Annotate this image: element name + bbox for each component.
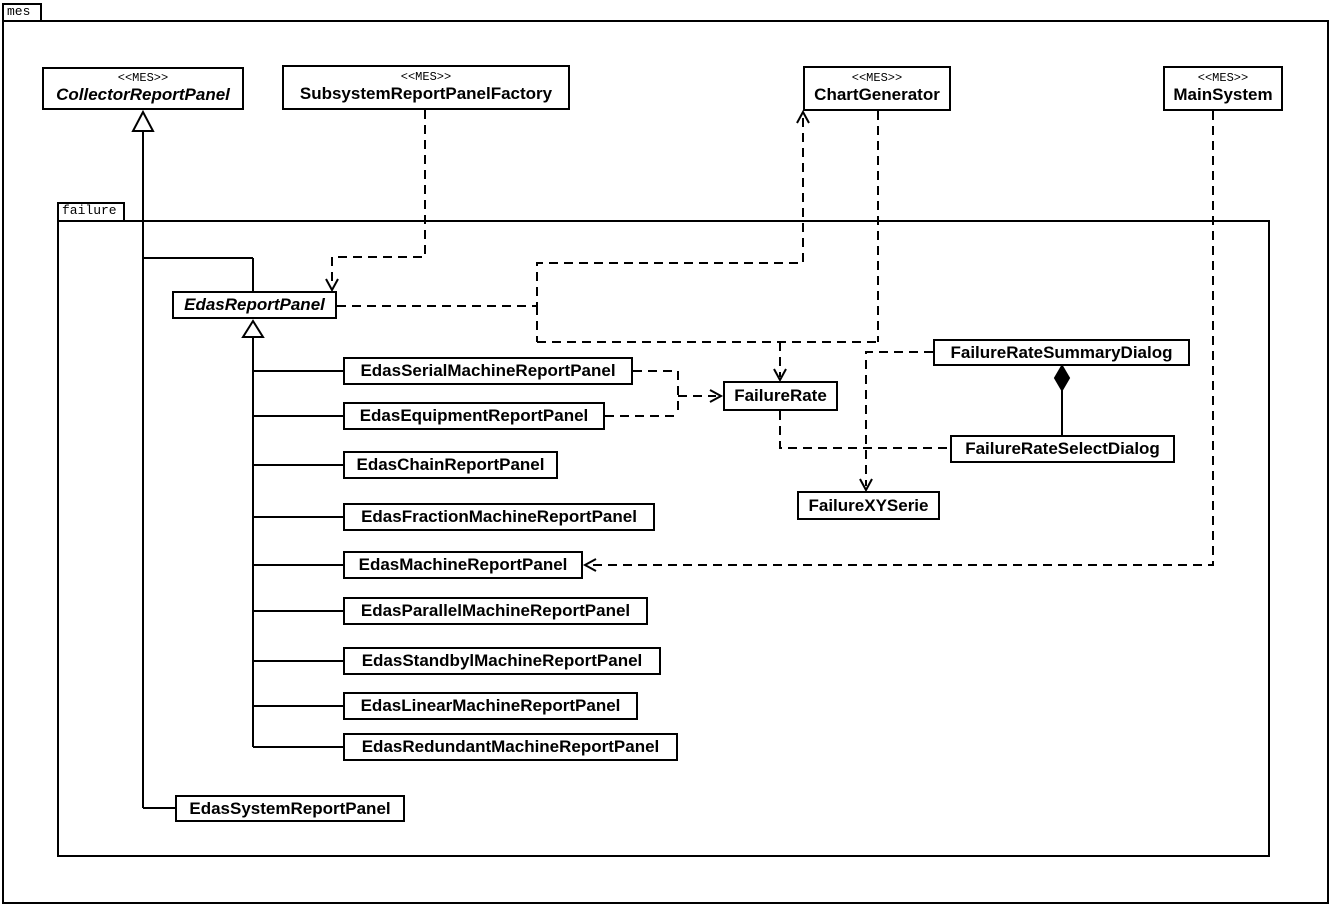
class-name: EdasRedundantMachineReportPanel xyxy=(361,737,660,756)
class-name: EdasChainReportPanel xyxy=(356,455,545,474)
class-name: EdasSerialMachineReportPanel xyxy=(360,361,616,380)
class-edasfractionmachinereportpanel: EdasFractionMachineReportPanel xyxy=(343,503,655,531)
hollow-triangle-icon xyxy=(131,109,155,132)
open-arrow-icon xyxy=(709,389,724,403)
filled-diamond-icon xyxy=(1053,364,1071,392)
open-arrow-icon xyxy=(796,109,810,124)
class-name: EdasParallelMachineReportPanel xyxy=(360,601,631,620)
open-arrow-icon xyxy=(582,558,597,572)
class-edaslinearmachinereportpanel: EdasLinearMachineReportPanel xyxy=(343,692,638,720)
dependency-summarydialog-failurexyserie xyxy=(859,351,933,493)
class-edasstandbylmachinereportpanel: EdasStandbylMachineReportPanel xyxy=(343,647,661,675)
package-body-failure xyxy=(57,220,1270,857)
class-failurerate: FailureRate xyxy=(723,381,838,411)
class-name: EdasMachineReportPanel xyxy=(358,555,568,574)
stereotype-label: <<MES>> xyxy=(400,70,452,84)
class-name: ChartGenerator xyxy=(814,85,940,104)
class-failureratesummarydialog: FailureRateSummaryDialog xyxy=(933,339,1190,366)
package-name: mes xyxy=(7,4,31,19)
stereotype-label: <<MES>> xyxy=(1197,71,1249,85)
class-edasreportpanel: EdasReportPanel xyxy=(172,291,337,319)
class-name: FailureRate xyxy=(734,386,827,405)
class-name: EdasFractionMachineReportPanel xyxy=(361,507,637,526)
dependency-panels-failurerate xyxy=(605,370,724,417)
class-name: MainSystem xyxy=(1173,85,1273,104)
class-edasequipmentreportpanel: EdasEquipmentReportPanel xyxy=(343,402,605,430)
class-name: FailureRateSummaryDialog xyxy=(950,342,1173,362)
class-mainsystem: <<MES>> MainSystem xyxy=(1163,66,1283,111)
dependency-mainsystem-edasmachinereportpanel xyxy=(582,111,1214,572)
package-name: failure xyxy=(62,203,117,218)
generalization-to-collectorreportpanel xyxy=(131,109,254,809)
class-chartgenerator: <<MES>> ChartGenerator xyxy=(803,66,951,111)
class-name: FailureXYSerie xyxy=(808,495,929,515)
class-failurerateselectdialog: FailureRateSelectDialog xyxy=(950,435,1175,463)
open-arrow-icon xyxy=(859,478,873,493)
class-name: CollectorReportPanel xyxy=(56,85,230,104)
dependency-factory-edasreportpanel xyxy=(325,110,426,293)
generalization-to-edasreportpanel xyxy=(241,319,343,748)
class-failurexyserie: FailureXYSerie xyxy=(797,491,940,520)
class-edaschainreportpanel: EdasChainReportPanel xyxy=(343,451,558,479)
class-name: FailureRateSelectDialog xyxy=(965,439,1160,458)
stereotype-label: <<MES>> xyxy=(851,71,903,85)
composition-summarydialog-selectdialog xyxy=(1053,364,1071,435)
dependency-selectdialog-failurerate xyxy=(779,411,950,449)
class-edassystemreportpanel: EdasSystemReportPanel xyxy=(175,795,405,822)
stereotype-label: <<MES>> xyxy=(117,71,169,85)
class-name: EdasStandbylMachineReportPanel xyxy=(361,651,643,670)
open-arrow-icon xyxy=(773,368,787,383)
class-subsystemreportpanelfactory: <<MES>> SubsystemReportPanelFactory xyxy=(282,65,570,110)
class-collectorreportpanel: <<MES>> CollectorReportPanel xyxy=(42,67,244,110)
class-name: EdasReportPanel xyxy=(184,295,325,314)
class-edasmachinereportpanel: EdasMachineReportPanel xyxy=(343,551,583,579)
hollow-triangle-icon xyxy=(241,319,265,338)
dependency-edasreportpanel-chartgenerator xyxy=(337,109,810,307)
class-edasserialmachinereportpanel: EdasSerialMachineReportPanel xyxy=(343,357,633,385)
dependency-to-failurerate xyxy=(536,111,879,383)
class-edasparallelmachinereportpanel: EdasParallelMachineReportPanel xyxy=(343,597,648,625)
class-name: EdasEquipmentReportPanel xyxy=(359,406,589,425)
class-name: EdasLinearMachineReportPanel xyxy=(360,696,621,715)
class-edasredundantmachinereportpanel: EdasRedundantMachineReportPanel xyxy=(343,733,678,761)
package-body-mes xyxy=(2,20,1329,904)
class-name: EdasSystemReportPanel xyxy=(189,798,391,818)
open-arrow-icon xyxy=(325,278,339,293)
class-name: SubsystemReportPanelFactory xyxy=(299,84,553,103)
